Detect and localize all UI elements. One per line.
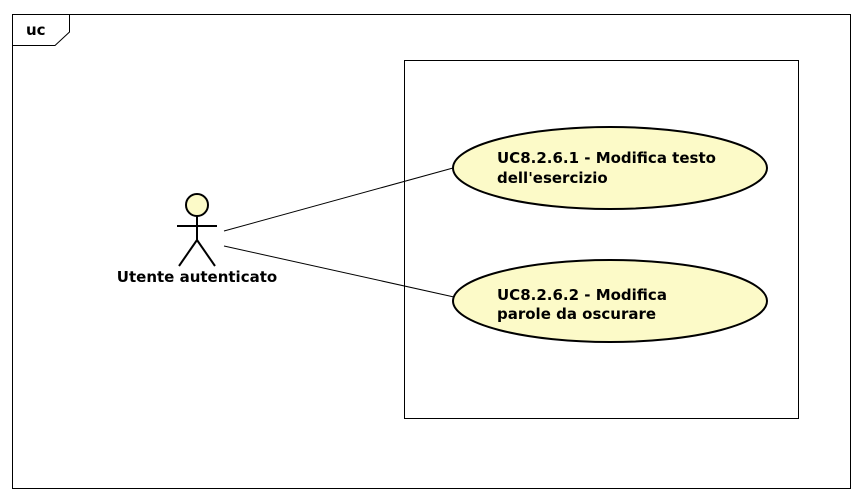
use-case-2-line2: parole da oscurare (497, 305, 656, 323)
system-boundary (404, 60, 799, 419)
frame-tab (12, 14, 70, 46)
diagram-frame (12, 14, 851, 489)
actor-label: Utente autenticato (117, 268, 277, 286)
use-case-1[interactable]: UC8.2.6.1 - Modifica testo dell'esercizi… (452, 126, 768, 210)
actor-right-leg (196, 239, 216, 267)
actor-figure[interactable] (177, 193, 217, 267)
frame-label: uc (26, 21, 46, 39)
association-line-2 (223, 245, 455, 298)
actor-head (185, 193, 209, 217)
use-case-1-line1: UC8.2.6.1 - Modifica testo (497, 149, 716, 167)
use-case-1-line2: dell'esercizio (497, 169, 608, 187)
actor-left-leg (178, 239, 198, 267)
association-line-1 (223, 167, 454, 232)
use-case-2-ellipse (452, 259, 768, 343)
use-case-1-ellipse (452, 126, 768, 210)
use-case-2[interactable]: UC8.2.6.2 - Modifica parole da oscurare (452, 259, 768, 343)
use-case-2-line1: UC8.2.6.2 - Modifica (497, 286, 667, 304)
